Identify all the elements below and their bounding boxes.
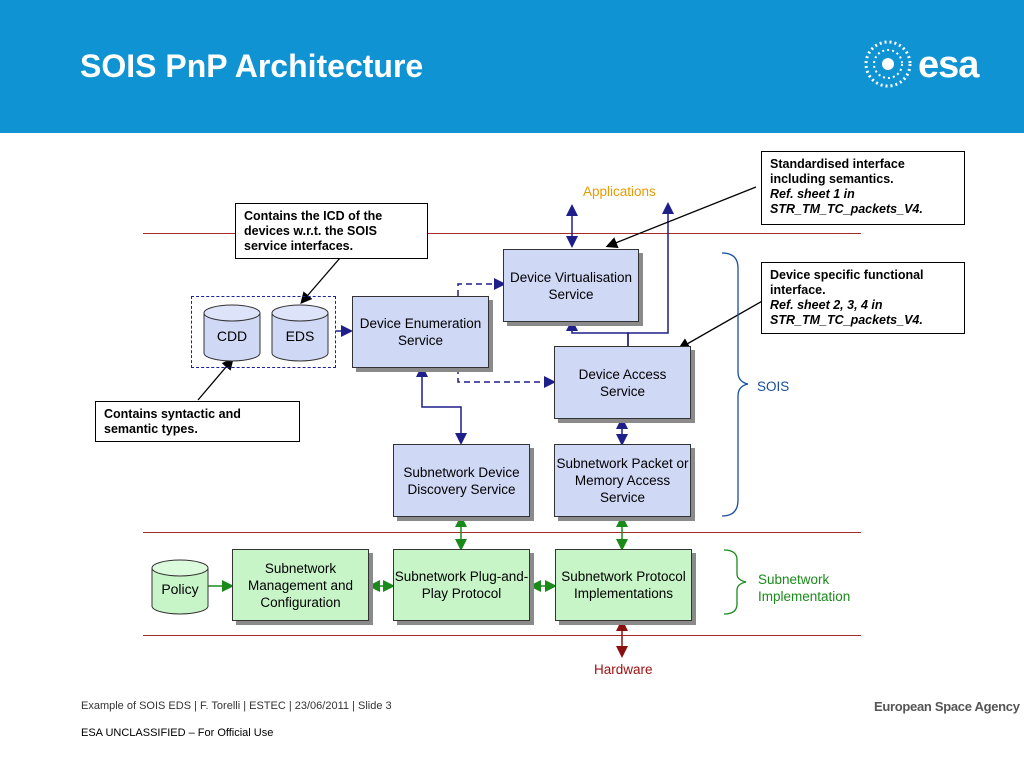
device-specific-interface-callout: Device specific functional interface. Re… (761, 262, 965, 334)
esa-logo-text: esa (918, 44, 979, 86)
cdd-database-icon (203, 304, 261, 362)
header-bar (0, 0, 1024, 133)
sois-label: SOIS (757, 379, 790, 394)
footer-slide-info: Example of SOIS EDS | F. Torelli | ESTEC… (81, 700, 392, 712)
subnetwork-protocol-implementations: Subnetwork Protocol Implementations (555, 549, 692, 621)
data-store-group (191, 296, 336, 368)
policy-label: Policy (161, 581, 199, 597)
eds-label: EDS (285, 328, 315, 344)
subnetwork-management-configuration: Subnetwork Management and Configuration (232, 549, 369, 621)
types-callout: Contains syntactic and semantic types. (95, 401, 300, 442)
standardised-interface-ref: Ref. sheet 1 in STR_TM_TC_packets_V4. (770, 187, 923, 216)
hardware-label: Hardware (594, 662, 653, 677)
device-virtualisation-service: Device Virtualisation Service (503, 249, 639, 322)
icd-callout: Contains the ICD of the devices w.r.t. t… (235, 203, 428, 259)
subnetwork-plug-and-play-protocol: Subnetwork Plug-and-Play Protocol (393, 549, 530, 621)
footer-classification: ESA UNCLASSIFIED – For Official Use (81, 727, 274, 739)
subnetwork-implementation-label: Subnetwork Implementation (758, 572, 851, 604)
cdd-label: CDD (216, 328, 248, 344)
applications-label: Applications (583, 184, 656, 199)
device-specific-interface-title: Device specific functional interface. (770, 268, 924, 297)
subnetwork-device-discovery-service: Subnetwork Device Discovery Service (393, 444, 530, 517)
device-specific-interface-ref: Ref. sheet 2, 3, 4 in STR_TM_TC_packets_… (770, 298, 923, 327)
esa-logo-icon (864, 40, 912, 88)
eds-database-icon (271, 304, 329, 362)
standardised-interface-title: Standardised interface including semanti… (770, 157, 905, 186)
device-access-service: Device Access Service (554, 346, 691, 419)
layer-divider-bottom (143, 635, 861, 636)
layer-divider-middle (143, 532, 861, 533)
subnetwork-packet-memory-access-service: Subnetwork Packet or Memory Access Servi… (554, 444, 691, 517)
standardised-interface-callout: Standardised interface including semanti… (761, 151, 965, 225)
footer-agency-name: European Space Agency (874, 699, 1020, 714)
layer-divider-top (143, 233, 861, 234)
slide-title: SOIS PnP Architecture (80, 48, 424, 84)
policy-database-icon (151, 559, 209, 615)
device-enumeration-service: Device Enumeration Service (352, 296, 489, 368)
